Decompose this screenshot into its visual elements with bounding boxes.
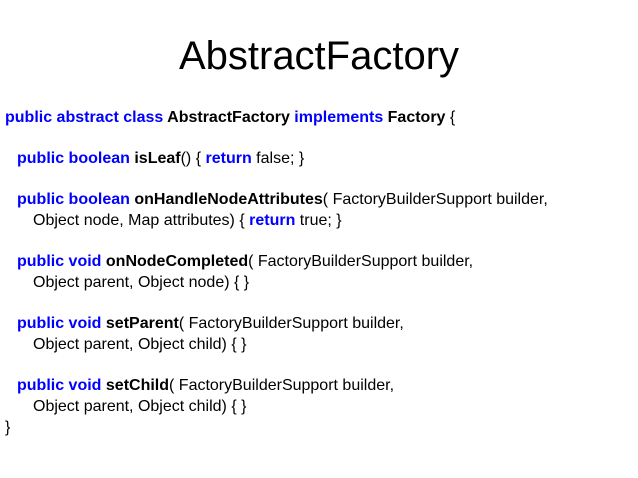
keyword-token: public void: [17, 253, 106, 270]
code-blank-line: [5, 293, 638, 313]
code-blank-line: [5, 231, 638, 251]
code-line: public abstract class AbstractFactory im…: [5, 107, 638, 128]
code-blank-line: [5, 169, 638, 189]
identifier-token: setChild: [105, 377, 170, 394]
page-title: AbstractFactory: [178, 34, 460, 78]
code-line: Object parent, Object child) { }: [5, 396, 638, 417]
code-line: public void setParent( FactoryBuilderSup…: [5, 313, 638, 334]
keyword-token: return: [205, 150, 252, 167]
code-token: ( FactoryBuilderSupport builder,: [322, 191, 548, 208]
code-token: false; }: [251, 150, 305, 167]
identifier-token: AbstractFactory: [167, 109, 295, 126]
code-token: Object node, Map attributes) {: [33, 212, 250, 229]
code-token: }: [5, 419, 11, 436]
identifier-token: setParent: [105, 315, 179, 332]
keyword-token: implements: [294, 109, 388, 126]
code-token: true; }: [295, 212, 342, 229]
code-line: }: [5, 417, 638, 438]
code-token: ( FactoryBuilderSupport builder,: [169, 377, 395, 394]
code-token: ( FactoryBuilderSupport builder,: [178, 315, 404, 332]
code-blank-line: [5, 128, 638, 148]
keyword-token: public abstract class: [5, 109, 168, 126]
identifier-token: onHandleNodeAttributes: [134, 191, 323, 208]
code-token: () {: [180, 150, 206, 167]
code-block: public abstract class AbstractFactory im…: [0, 107, 638, 438]
keyword-token: public void: [17, 377, 106, 394]
code-line: Object node, Map attributes) { return tr…: [5, 210, 638, 231]
code-line: Object parent, Object child) { }: [5, 334, 638, 355]
keyword-token: public void: [17, 315, 106, 332]
keyword-token: public boolean: [17, 150, 135, 167]
code-token: {: [449, 109, 456, 126]
keyword-token: public boolean: [17, 191, 135, 208]
code-line: public boolean isLeaf() { return false; …: [5, 148, 638, 169]
code-blank-line: [5, 355, 638, 375]
code-token: Object parent, Object child) { }: [33, 336, 247, 353]
identifier-token: isLeaf: [134, 150, 181, 167]
identifier-token: onNodeCompleted: [105, 253, 249, 270]
code-token: Object parent, Object child) { }: [33, 398, 247, 415]
identifier-token: Factory: [387, 109, 450, 126]
code-line: Object parent, Object node) { }: [5, 272, 638, 293]
code-token: Object parent, Object node) { }: [33, 274, 250, 291]
code-line: public void onNodeCompleted( FactoryBuil…: [5, 251, 638, 272]
keyword-token: return: [249, 212, 296, 229]
code-token: ( FactoryBuilderSupport builder,: [248, 253, 474, 270]
code-line: public boolean onHandleNodeAttributes( F…: [5, 189, 638, 210]
code-line: public void setChild( FactoryBuilderSupp…: [5, 375, 638, 396]
